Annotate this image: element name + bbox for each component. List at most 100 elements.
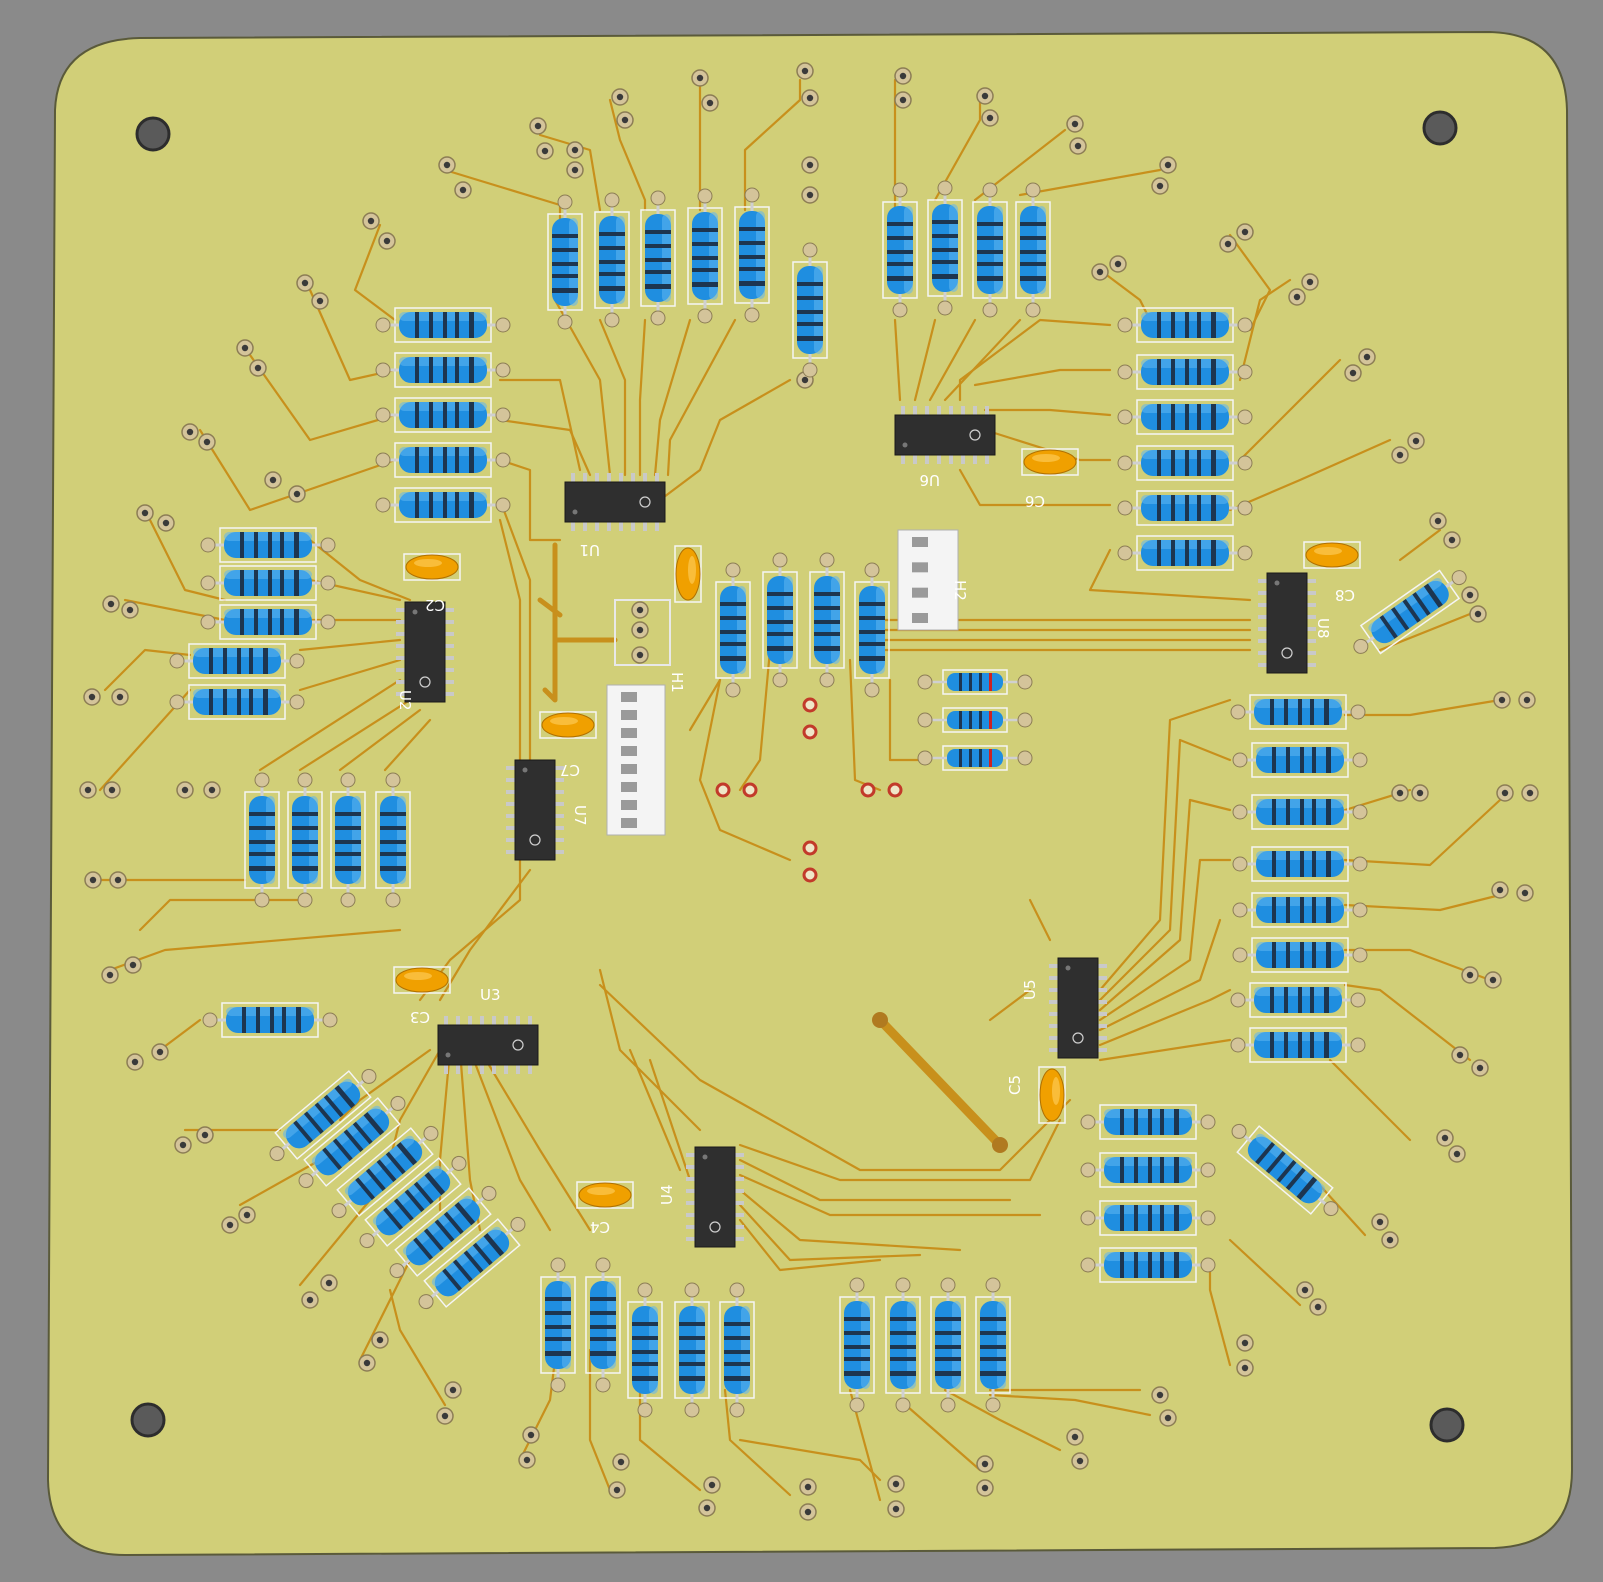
resistor-band — [844, 1357, 870, 1361]
ic-pin — [444, 656, 454, 660]
pad-drill — [89, 876, 97, 884]
label-u2: U2 — [396, 690, 414, 711]
trace — [598, 983, 1072, 1172]
connector-pin — [621, 728, 637, 738]
resistor-pad — [375, 497, 391, 513]
pad-drill — [186, 428, 194, 436]
pad-drill — [1376, 1218, 1384, 1226]
resistor-band — [1284, 699, 1288, 725]
resistor — [1232, 794, 1368, 830]
ic-pin1-mark — [1274, 580, 1280, 586]
resistor-pad — [1352, 947, 1368, 963]
ic-pin — [1049, 1012, 1059, 1016]
ic-pin — [1258, 591, 1268, 595]
resistor — [330, 772, 366, 908]
resistor-band — [1326, 851, 1331, 877]
resistor-band — [692, 256, 718, 260]
pad-drill — [696, 74, 704, 82]
resistor-pad — [320, 575, 336, 591]
resistor-band — [1020, 276, 1046, 281]
trace — [988, 988, 1032, 1022]
ic-pin — [554, 850, 564, 854]
resistor-band — [268, 532, 272, 558]
connector-housing — [606, 684, 666, 836]
connector-pin — [912, 562, 928, 573]
resistor-band — [1270, 1032, 1274, 1058]
pad-drill — [804, 1483, 812, 1491]
resistor-pad — [892, 302, 908, 318]
ic-pin1-mark — [572, 509, 578, 515]
resistor-band — [296, 1007, 301, 1033]
pad-drill — [84, 786, 92, 794]
ic-pin — [1097, 1000, 1107, 1004]
resistor-band — [294, 609, 299, 635]
pad-drill — [1076, 1457, 1084, 1465]
resistor-band — [1197, 450, 1201, 476]
resistor — [1230, 982, 1366, 1018]
ic-pin — [686, 1225, 696, 1229]
pad-drill — [1349, 369, 1357, 377]
pad-drill — [107, 600, 115, 608]
connector-pin — [912, 587, 928, 598]
resistor-band — [292, 826, 318, 830]
resistor-band — [242, 1007, 246, 1033]
label-h2: H2 — [951, 580, 969, 601]
resistor-band — [424, 1172, 446, 1196]
resistor-pad — [1237, 545, 1253, 561]
resistor-band — [1312, 942, 1316, 968]
capacitor-highlight — [1314, 547, 1342, 555]
ic-pin1-mark — [522, 767, 528, 773]
resistor-band — [977, 276, 1003, 281]
pad-drill — [1386, 1236, 1394, 1244]
resistor-pad — [604, 192, 620, 208]
resistor-band — [977, 222, 1003, 226]
resistor-band — [365, 1168, 386, 1191]
ic-pin — [444, 1064, 448, 1074]
resistor-band — [263, 648, 268, 674]
ic-pin — [506, 802, 516, 806]
label-c6: C6 — [1025, 492, 1045, 510]
trace — [1238, 278, 1292, 382]
resistor-band — [935, 1331, 961, 1335]
resistor-band — [859, 642, 885, 646]
resistor-highlight — [402, 1195, 473, 1256]
capacitor — [1038, 1066, 1066, 1124]
resistor-band — [1272, 942, 1276, 968]
resistor — [269, 1068, 377, 1162]
ic-pin — [583, 473, 587, 483]
resistor-band — [1286, 799, 1290, 825]
resistor-band — [797, 282, 823, 286]
resistor-band — [724, 1350, 750, 1354]
resistor-band — [959, 749, 962, 767]
resistor-band — [545, 1297, 571, 1301]
resistor-band — [679, 1322, 705, 1326]
trace — [653, 318, 692, 477]
resistor — [1230, 1027, 1366, 1063]
resistor-band — [679, 1376, 705, 1381]
pad-drill — [806, 94, 814, 102]
pad-drill — [1466, 971, 1474, 979]
trace — [542, 542, 558, 703]
resistor-band — [443, 1211, 464, 1235]
resistor-pad — [495, 362, 511, 378]
resistor-band — [645, 270, 671, 274]
resistor-band — [1423, 583, 1443, 608]
trace — [983, 428, 1112, 462]
trace-via — [872, 1012, 888, 1028]
ic-pin — [396, 656, 406, 660]
resistor-pad — [550, 1377, 566, 1393]
pad-drill — [1071, 120, 1079, 128]
resistor — [585, 1257, 621, 1393]
resistor-band — [1286, 942, 1290, 968]
resistor-band — [455, 447, 459, 473]
resistor-band — [599, 232, 625, 236]
capacitor-outline — [393, 966, 451, 994]
resistor-pad — [982, 302, 998, 318]
ic-pin — [607, 473, 611, 483]
resistor-pad — [1451, 570, 1467, 586]
trace — [943, 1388, 1062, 1452]
resistor-band — [249, 840, 275, 844]
resistor-pad — [254, 772, 270, 788]
